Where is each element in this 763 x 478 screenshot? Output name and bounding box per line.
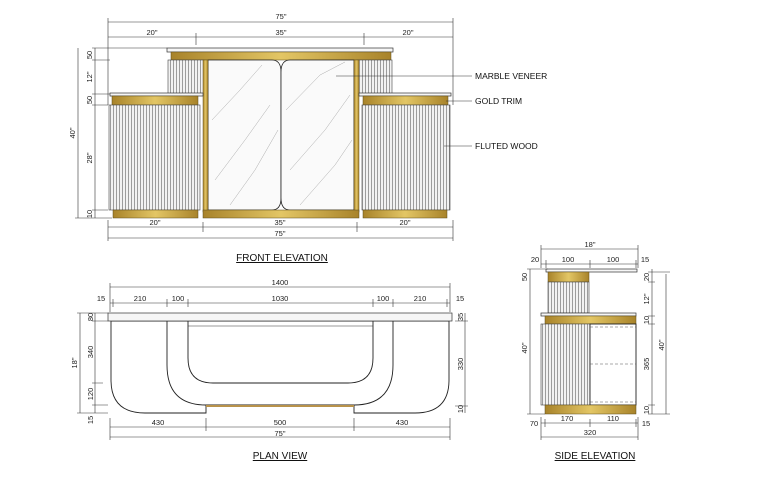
dim-label: 20" bbox=[146, 28, 157, 37]
gold-post bbox=[353, 59, 360, 213]
dim-label: 50 bbox=[85, 51, 94, 59]
dim-label: 100 bbox=[172, 294, 185, 303]
dim-label: 20 bbox=[642, 273, 651, 281]
dim-label: 75" bbox=[274, 229, 285, 238]
gold-base bbox=[362, 209, 448, 219]
plan-top-dimensions: 1400 15 210 100 1030 100 210 15 bbox=[97, 278, 464, 312]
dim-label: 35 bbox=[456, 313, 465, 321]
gold-trim bbox=[206, 405, 354, 407]
dim-label: 365 bbox=[642, 358, 651, 371]
shelf-lines bbox=[590, 326, 636, 403]
dim-label: 35" bbox=[275, 28, 286, 37]
gold-trim bbox=[362, 95, 449, 106]
dim-label: 330 bbox=[456, 358, 465, 371]
fluted-wood-panel bbox=[108, 104, 201, 211]
dim-label: 210 bbox=[414, 294, 427, 303]
dim-label: 40" bbox=[68, 127, 77, 138]
dim-label: 80 bbox=[86, 313, 95, 321]
right-counter-top bbox=[358, 92, 452, 97]
front-bottom-dimensions: 20" 35" 20" 75" bbox=[107, 218, 454, 241]
gold-trim bbox=[547, 271, 590, 283]
dim-label: 15 bbox=[86, 416, 95, 424]
front-top-dimensions: 75" 20" 35" 20" bbox=[107, 12, 454, 105]
dim-label: 100 bbox=[607, 255, 620, 264]
dim-label: 170 bbox=[561, 414, 574, 423]
material-callouts: MARBLE VENEER GOLD TRIM FLUTED WOOD bbox=[336, 71, 547, 151]
fluted-wood-panel bbox=[540, 323, 591, 406]
side-vertical-dimensions: 50 40" 20 12" 10 365 10 40" bbox=[520, 268, 670, 415]
front-left-dimensions: 50 12" 50 28" 10 40" bbox=[68, 47, 167, 219]
dim-label: 430 bbox=[152, 418, 165, 427]
fluted-panel bbox=[167, 59, 205, 95]
view-title: PLAN VIEW bbox=[253, 451, 308, 462]
view-title: SIDE ELEVATION bbox=[555, 451, 636, 462]
gold-base bbox=[202, 209, 360, 219]
dim-label: 20" bbox=[402, 28, 413, 37]
dim-label: 430 bbox=[396, 418, 409, 427]
dim-label: 35" bbox=[274, 218, 285, 227]
dim-label: 10 bbox=[642, 406, 651, 414]
dim-label: 15 bbox=[456, 294, 464, 303]
side-elevation: 18" 20 100 100 15 70 170 110 15 320 50 4… bbox=[520, 240, 670, 462]
dim-label: 15 bbox=[97, 294, 105, 303]
dim-label: 75" bbox=[275, 12, 286, 21]
callout-fluted-wood: FLUTED WOOD bbox=[475, 141, 538, 151]
dim-label: 28" bbox=[85, 152, 94, 163]
dim-label: 10 bbox=[85, 210, 94, 218]
dim-label: 100 bbox=[377, 294, 390, 303]
view-title: FRONT ELEVATION bbox=[236, 253, 328, 264]
gold-post bbox=[202, 59, 209, 213]
dim-label: 320 bbox=[584, 428, 597, 437]
dim-label: 10 bbox=[642, 316, 651, 324]
dim-label: 120 bbox=[86, 388, 95, 401]
fluted-panel bbox=[356, 59, 393, 95]
dim-label: 15 bbox=[641, 255, 649, 264]
storage-cabinet bbox=[589, 323, 637, 406]
gold-trim bbox=[544, 315, 637, 325]
gold-base bbox=[544, 404, 637, 415]
dim-label: 12" bbox=[85, 71, 94, 82]
dim-label: 1400 bbox=[272, 278, 289, 287]
plan-bottom-dimensions: 430 500 430 75" bbox=[109, 418, 451, 440]
left-counter-top bbox=[109, 92, 204, 97]
side-bottom-dimensions: 70 170 110 15 320 bbox=[530, 414, 650, 440]
dim-label: 210 bbox=[134, 294, 147, 303]
dim-label: 15 bbox=[642, 419, 650, 428]
gold-trim bbox=[170, 51, 392, 61]
dim-label: 12" bbox=[642, 293, 651, 304]
callout-marble-veneer: MARBLE VENEER bbox=[475, 71, 547, 81]
upper-counter-top bbox=[545, 268, 638, 273]
dim-label: 50 bbox=[85, 96, 94, 104]
marble-veneer-panel bbox=[207, 59, 355, 211]
lower-counter-top bbox=[540, 312, 637, 317]
side-top-dimensions: 18" 20 100 100 15 bbox=[531, 240, 649, 268]
dim-label: 18" bbox=[70, 357, 79, 368]
dim-label: 1030 bbox=[272, 294, 289, 303]
dim-label: 340 bbox=[86, 346, 95, 359]
dim-label: 500 bbox=[274, 418, 287, 427]
callout-gold-trim: GOLD TRIM bbox=[475, 96, 522, 106]
gold-base bbox=[112, 209, 199, 219]
dim-label: 20" bbox=[149, 218, 160, 227]
dim-label: 70 bbox=[530, 419, 538, 428]
plan-counter-top bbox=[107, 312, 453, 322]
upper-counter-top bbox=[166, 47, 394, 53]
dim-label: 20 bbox=[531, 255, 539, 264]
dim-label: 100 bbox=[562, 255, 575, 264]
dim-label: 20" bbox=[399, 218, 410, 227]
gold-trim bbox=[111, 95, 199, 106]
dim-label: 40" bbox=[657, 339, 666, 350]
plan-side-dimensions: 80 340 120 15 18" 35 330 10 bbox=[70, 312, 468, 424]
dim-label: 75" bbox=[274, 429, 285, 438]
dim-label: 18" bbox=[584, 240, 595, 249]
dim-label: 40" bbox=[520, 342, 529, 353]
dim-label: 110 bbox=[607, 414, 619, 423]
dim-label: 10 bbox=[456, 405, 465, 413]
dim-label: 50 bbox=[520, 273, 529, 281]
fluted-wood-panel bbox=[361, 104, 451, 211]
plan-inner-opening bbox=[187, 320, 374, 384]
fluted-panel bbox=[547, 281, 590, 314]
plan-view: 1400 15 210 100 1030 100 210 15 430 500 … bbox=[70, 278, 468, 462]
front-elevation: 75" 20" 35" 20" 20" 35 bbox=[68, 12, 547, 264]
